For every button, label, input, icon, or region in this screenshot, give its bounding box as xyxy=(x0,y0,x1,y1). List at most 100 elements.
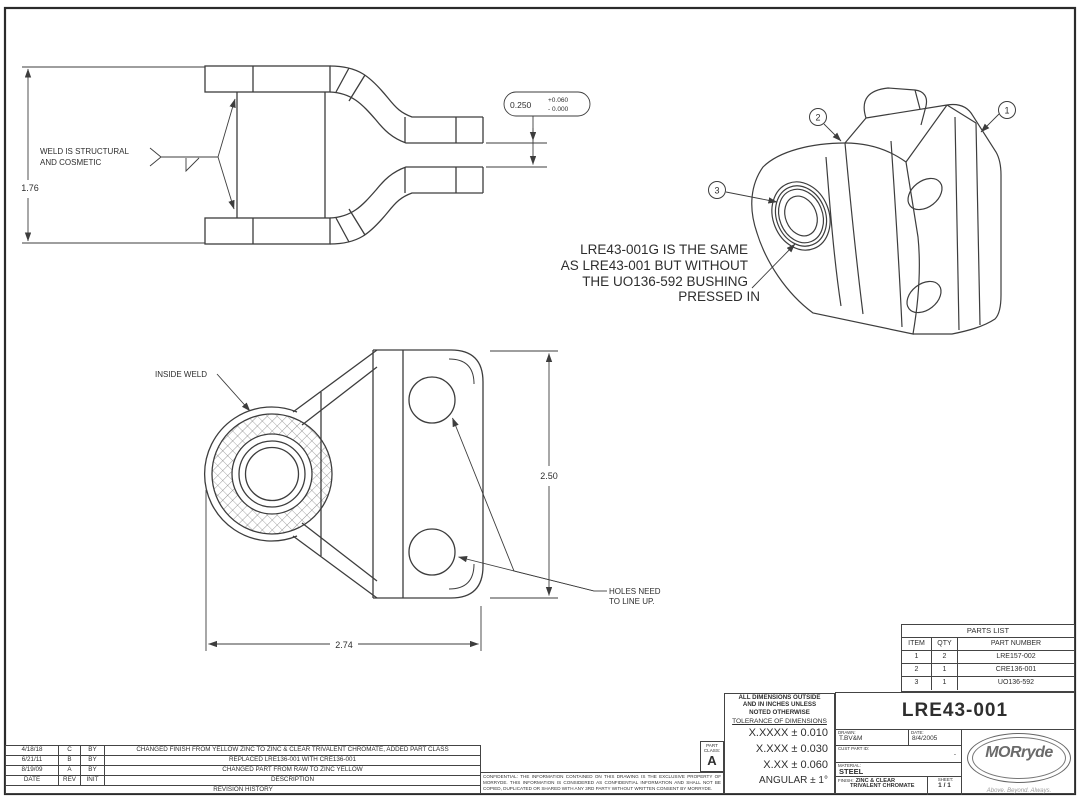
tolerance-row-3: X.XX ± 0.060 xyxy=(763,758,828,771)
balloon-3-label: 3 xyxy=(714,186,719,196)
finish-label: FINISH: xyxy=(838,778,854,783)
col-item: ITEM xyxy=(902,638,932,650)
date-cell: DATE: 8/4/2005 xyxy=(909,730,961,745)
units-note-line3: NOTED OTHERWISE xyxy=(749,708,810,716)
holes-note-line2: TO LINE UP. xyxy=(609,597,655,606)
same-note-line4: PRESSED IN xyxy=(678,289,760,304)
dim-height-label: 1.76 xyxy=(21,183,39,193)
logo-oval-outer xyxy=(967,733,1071,783)
finish-cell: FINISH: ZINC & CLEAR TRIVALENT CHROMATE xyxy=(836,777,928,795)
balloon-2-label: 2 xyxy=(815,113,820,123)
weld-note-line1: WELD IS STRUCTURAL xyxy=(40,147,129,156)
material-value: STEEL xyxy=(839,767,864,777)
sheet-cell: SHEET: 1 / 1 xyxy=(928,777,961,795)
part-class-value: A xyxy=(707,752,717,768)
same-note-line3: THE UO136-592 BUSHING xyxy=(582,274,748,289)
view-front xyxy=(204,349,484,599)
rev-col-desc: DESCRIPTION xyxy=(105,776,480,786)
tolerance-row-2: X.XXX ± 0.030 xyxy=(755,742,828,755)
gap-tol-plus: +0.060 xyxy=(548,97,568,104)
material-cell: MATERIAL: STEEL xyxy=(836,763,961,777)
rev-description: REPLACED LRE136-001 WITH CRE136-001 xyxy=(105,756,480,766)
same-note-line2: AS LRE43-001 BUT WITHOUT xyxy=(561,258,748,273)
cust-part-cell: CUST PART ID: - xyxy=(836,746,961,763)
weld-note-line2: AND COSMETIC xyxy=(40,158,102,167)
parts-list-row: 1 2 LRE157-002 xyxy=(902,651,1074,664)
same-note-leader xyxy=(751,243,796,289)
dim-holes-label: 2.50 xyxy=(540,471,558,481)
view-yoke-side xyxy=(204,65,484,245)
view-isometric xyxy=(751,87,1002,335)
gap-dim-label: 0.250 xyxy=(510,100,532,110)
part-class-label: PART CLASS: xyxy=(703,743,721,754)
item-part-number: CRE136-001 xyxy=(995,666,1037,673)
title-block: LRE43-001 DRAWN: T.BV&M DATE: 8/4/2005 C… xyxy=(835,692,1075,795)
col-qty: QTY xyxy=(932,638,958,650)
rev-date: 6/21/11 xyxy=(6,756,59,766)
parts-list-table: PARTS LIST ITEM QTY PART NUMBER 1 2 LRE1… xyxy=(901,624,1075,692)
revision-history-table: 4/18/18 C BY CHANGED FINISH FROM YELLOW … xyxy=(5,745,481,794)
dim-width-label: 2.74 xyxy=(335,640,353,650)
rev-init: BY xyxy=(81,746,105,756)
confidential-note: CONFIDENTIAL: THE INFORMATION CONTAINED … xyxy=(480,772,724,794)
rev-description: CHANGED FINISH FROM YELLOW ZINC TO ZINC … xyxy=(105,746,480,756)
item-part-number: UO136-592 xyxy=(997,679,1035,686)
rev-col-rev: REV xyxy=(59,776,81,786)
date-value: 8/4/2005 xyxy=(912,735,938,743)
rev-letter: A xyxy=(59,766,81,776)
logo-wordmark: MORryde xyxy=(985,744,1053,761)
revision-history-title: REVISION HISTORY xyxy=(213,786,273,794)
rev-letter: B xyxy=(59,756,81,766)
tolerance-row-1: X.XXXX ± 0.010 xyxy=(748,726,828,739)
tolerance-row-angular: ANGULAR ± 1° xyxy=(759,774,828,786)
parts-list-row: 3 1 UO136-592 xyxy=(902,677,1074,690)
logo-oval-inner xyxy=(972,737,1066,779)
date-label: DATE: xyxy=(911,730,924,735)
balloon-1-circle xyxy=(998,101,1016,119)
cust-part-value: - xyxy=(953,751,956,759)
part-class-box: PART CLASS: A xyxy=(700,741,724,772)
logo-tagline: Above. Beyond. Always. xyxy=(986,788,1052,794)
balloon-1-label: 1 xyxy=(1004,106,1009,116)
drawn-value: T.BV&M xyxy=(839,735,863,743)
balloon-3-circle xyxy=(708,181,726,199)
view-front-dimensions xyxy=(205,350,607,651)
sheet-label: SHEET: xyxy=(937,777,954,782)
sheet-border xyxy=(3,6,1077,796)
weld-crosshatch xyxy=(212,414,332,534)
view-yoke-dimensions xyxy=(22,66,591,244)
tolerance-block: ALL DIMENSIONS OUTSIDE AND IN INCHES UNL… xyxy=(724,693,835,794)
parts-list-header: ITEM QTY PART NUMBER xyxy=(902,638,1074,651)
rev-col-date: DATE xyxy=(6,776,59,786)
cust-part-label: CUST PART ID: xyxy=(838,746,870,751)
units-note-line1: ALL DIMENSIONS OUTSIDE xyxy=(738,694,821,701)
item-no: 2 xyxy=(902,664,932,676)
material-label: MATERIAL: xyxy=(838,763,861,768)
item-qty: 1 xyxy=(932,677,958,690)
holes-note-line1: HOLES NEED xyxy=(609,587,661,596)
gap-tol-minus: - 0.000 xyxy=(548,106,569,113)
rev-init: BY xyxy=(81,766,105,776)
rev-description: CHANGED PART FROM RAW TO ZINC YELLOW xyxy=(105,766,480,776)
rev-date: 4/18/18 xyxy=(6,746,59,756)
company-logo: MORryde Above. Beyond. Always. xyxy=(962,730,1074,795)
drawn-label: DRAWN: xyxy=(838,730,856,735)
rev-letter: C xyxy=(59,746,81,756)
drawn-cell: DRAWN: T.BV&M xyxy=(836,730,909,745)
parts-list-row: 2 1 CRE136-001 xyxy=(902,664,1074,677)
sheet-value: 1 / 1 xyxy=(938,782,951,790)
item-no: 3 xyxy=(902,677,932,690)
units-note-line2: AND IN INCHES UNLESS xyxy=(742,701,817,709)
rev-date: 8/19/09 xyxy=(6,766,59,776)
item-qty: 1 xyxy=(932,664,958,676)
parts-list-title: PARTS LIST xyxy=(902,625,1074,638)
item-qty: 2 xyxy=(932,651,958,663)
finish-line1: ZINC & CLEAR xyxy=(855,778,896,784)
part-number-title: LRE43-001 xyxy=(836,693,1074,730)
inside-weld-label: INSIDE WELD xyxy=(155,370,207,379)
item-part-number: LRE157-002 xyxy=(996,653,1036,660)
rev-col-init: INIT xyxy=(81,776,105,786)
col-part-number: PART NUMBER xyxy=(990,640,1042,647)
balloon-2-circle xyxy=(809,108,827,126)
